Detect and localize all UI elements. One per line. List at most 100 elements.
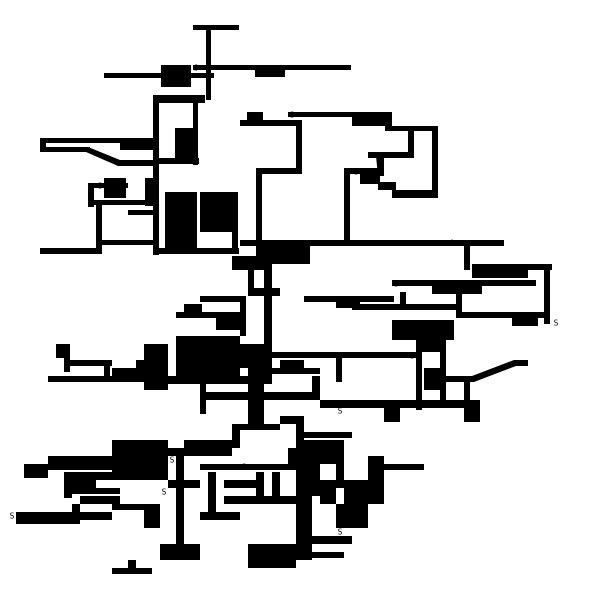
start-marker: S (338, 407, 343, 416)
wall-segment (112, 368, 144, 382)
wall-segment (40, 138, 158, 143)
wall-segment (112, 440, 168, 480)
wall-segment (48, 376, 168, 382)
wall-segment (248, 368, 264, 424)
wall-segment (392, 320, 454, 340)
wall-segment (352, 304, 456, 310)
wall-segment (456, 312, 546, 318)
goal-marker: A (130, 560, 135, 569)
wall-segment (352, 112, 392, 126)
wall-segment (288, 448, 298, 468)
wall-segment (80, 512, 112, 520)
wall-segment (112, 504, 160, 510)
wall-segment (160, 544, 200, 552)
wall-segment (432, 280, 482, 294)
wall-segment (159, 248, 239, 254)
start-marker: S (290, 111, 295, 120)
wall-segment (472, 264, 528, 278)
wall-segment (96, 205, 102, 253)
wall-segment (264, 264, 272, 384)
wall-segment (40, 248, 102, 254)
wall-segment (432, 126, 438, 198)
wall-segment (64, 472, 72, 498)
wall-segment (336, 464, 344, 488)
wall-segment (175, 128, 193, 163)
wall-segment (200, 192, 236, 232)
wall-segment (200, 392, 248, 400)
wall-segment (296, 496, 312, 560)
wall-segment (378, 182, 396, 190)
start-marker: S (162, 488, 167, 497)
wall-segment (272, 368, 320, 374)
wall-segment (520, 264, 552, 270)
wall-segment (272, 472, 280, 496)
wall-segment (424, 368, 442, 390)
wall-segment (184, 440, 240, 448)
wall-segment (112, 568, 152, 574)
start-marker: S (338, 528, 343, 537)
wall-segment (248, 264, 254, 288)
wall-segment (86, 147, 153, 166)
wall-segment (40, 147, 90, 152)
wall-segment (416, 350, 422, 410)
wall-segment (296, 120, 302, 172)
wall-segment (312, 536, 352, 544)
wall-segment (336, 352, 416, 358)
wall-segment (168, 448, 232, 456)
wall-segment (288, 112, 358, 117)
start-marker: S (354, 168, 359, 177)
wall-segment (72, 504, 80, 524)
wall-segment (200, 512, 240, 520)
wall-segment (40, 138, 46, 152)
wall-segment (64, 472, 112, 480)
wall-segment (512, 312, 538, 326)
wall-segment (240, 240, 504, 246)
wall-segment (159, 158, 199, 164)
wall-segment (248, 288, 280, 296)
wall-segment (296, 440, 344, 464)
wall-segment (176, 488, 184, 560)
wall-segment (456, 290, 462, 316)
wall-segment (224, 480, 264, 488)
wall-segment (232, 192, 238, 252)
wall-segment (96, 488, 120, 494)
wall-segment (368, 152, 414, 158)
wall-segment (161, 65, 191, 87)
wall-segment (384, 464, 424, 470)
wall-segment (72, 480, 96, 494)
start-marker: S (410, 352, 415, 361)
wall-segment (64, 360, 112, 366)
wall-segment (216, 318, 242, 330)
wall-segment (88, 183, 94, 207)
wall-segment (96, 240, 158, 245)
wall-segment (104, 178, 126, 198)
wall-segment (256, 168, 262, 258)
wall-segment (344, 168, 380, 174)
wall-segment (200, 296, 242, 302)
wall-segment (464, 376, 470, 402)
wall-segment (104, 73, 214, 78)
start-marker: S (162, 352, 167, 361)
wall-segment (200, 464, 296, 470)
start-marker: S (98, 182, 103, 191)
start-marker: S (394, 280, 399, 289)
wall-segment (176, 312, 242, 318)
wall-segment (262, 240, 310, 264)
wall-segment (440, 336, 446, 406)
wall-segment (360, 172, 380, 184)
start-marker: S (242, 463, 247, 472)
wall-segment (336, 504, 368, 528)
wall-segment (240, 120, 300, 126)
wall-segment (88, 200, 158, 205)
wall-segment (312, 376, 320, 400)
wall-segment (160, 552, 200, 560)
wall-segment (176, 456, 184, 488)
wall-segment (232, 424, 280, 430)
wall-segment (145, 178, 159, 206)
wall-segment (232, 256, 264, 270)
wall-segment (153, 95, 159, 255)
wall-segment (168, 376, 248, 384)
wall-segment (168, 480, 200, 488)
